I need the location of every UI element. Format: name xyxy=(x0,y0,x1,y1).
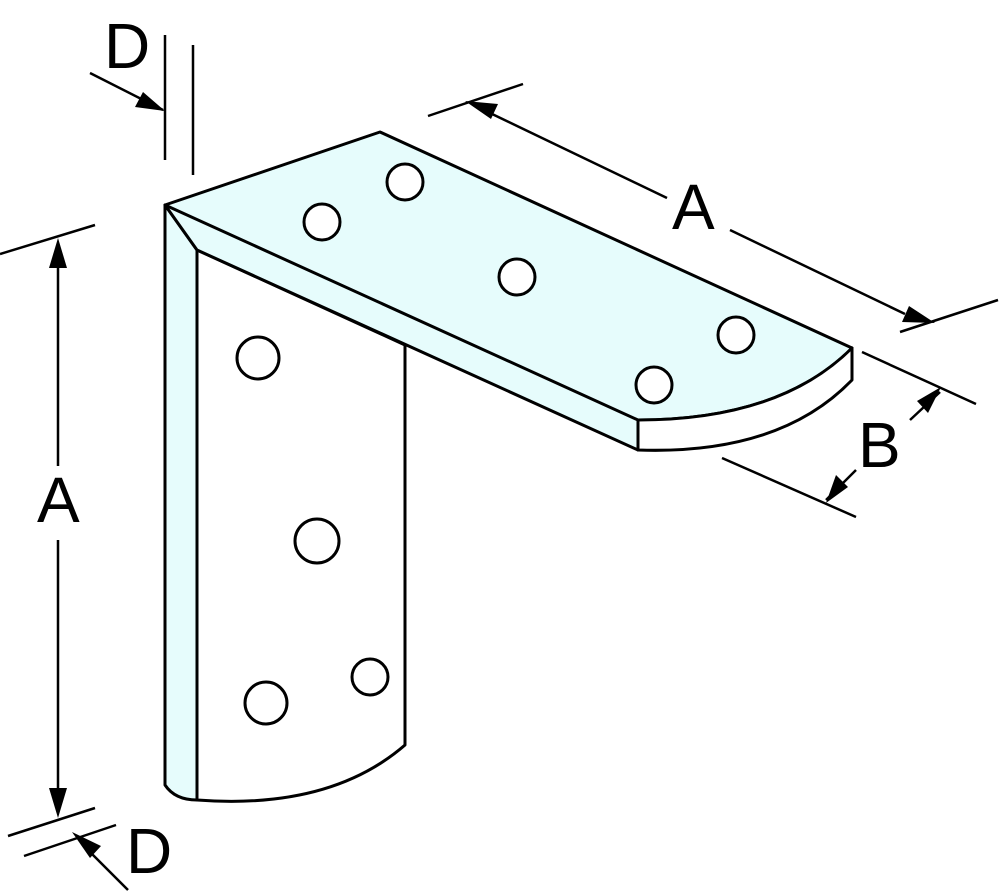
dimension-d-bottom xyxy=(7,806,129,891)
arrowhead xyxy=(902,306,935,323)
hole-side-1 xyxy=(235,335,281,381)
dimension-label-a-vertical: A xyxy=(37,464,80,536)
vertical-leg-edge-strip xyxy=(163,203,199,802)
arrowhead xyxy=(465,101,498,119)
dimension-b-width xyxy=(721,350,977,519)
arrowhead xyxy=(917,387,941,413)
dimension-label-d-bottom: D xyxy=(126,815,172,887)
hole-top-3 xyxy=(497,257,537,297)
hole-top-2 xyxy=(385,162,425,202)
dimension-d-top xyxy=(89,35,195,175)
hole-top-5 xyxy=(634,365,674,405)
arrowhead xyxy=(49,788,67,818)
hole-side-4 xyxy=(350,657,390,697)
dimension-a-vertical xyxy=(0,223,96,818)
dimension-label-b: B xyxy=(858,409,901,481)
dimension-label-d-top: D xyxy=(104,10,150,82)
dimension-label-a-horizontal: A xyxy=(672,171,715,243)
hole-side-2 xyxy=(293,517,341,565)
hole-top-4 xyxy=(716,315,756,355)
arrowhead xyxy=(49,238,67,268)
dimension-a-horizontal xyxy=(427,82,999,334)
arrowhead xyxy=(826,475,848,503)
hole-top-1 xyxy=(302,202,342,242)
arrowhead xyxy=(135,92,165,111)
hole-side-3 xyxy=(243,680,289,726)
arrowhead xyxy=(72,832,101,858)
horizontal-leg-rounded-end xyxy=(636,346,854,452)
